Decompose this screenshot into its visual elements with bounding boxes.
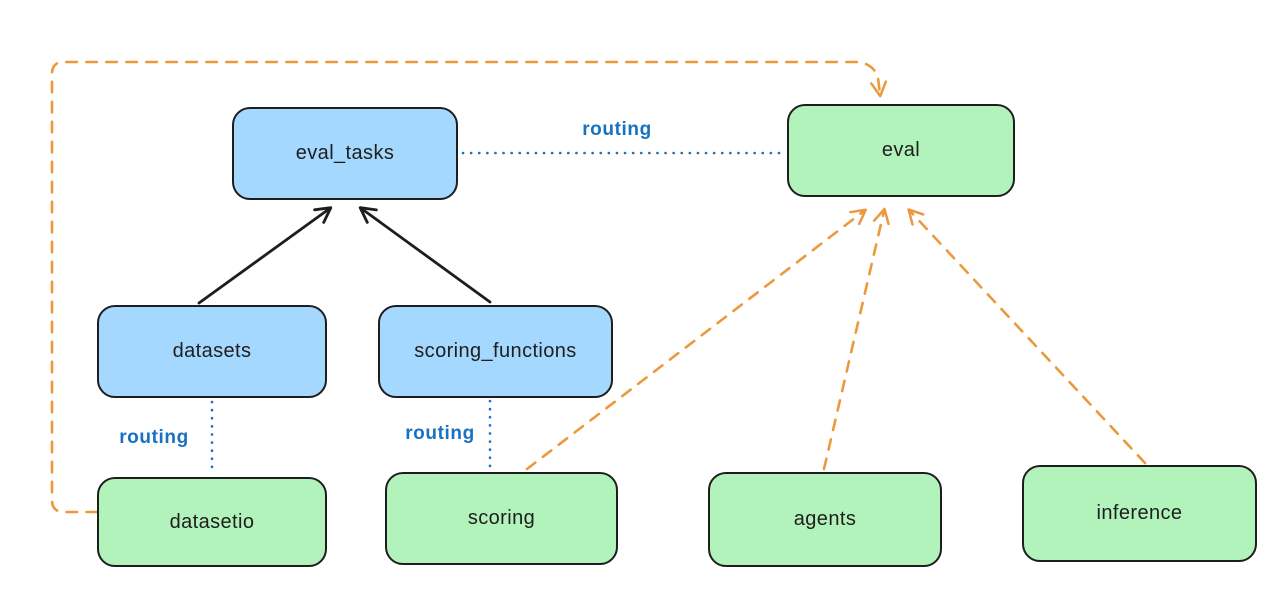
- node-label-agents: agents: [793, 508, 857, 530]
- node-label-eval_tasks: eval_tasks: [295, 142, 395, 164]
- node-label-scoring_functions: scoring_functions: [414, 340, 577, 362]
- node-eval_tasks[interactable]: eval_tasks: [232, 107, 458, 200]
- routing-label-scoring_functions-to-scoring: routing: [405, 423, 475, 444]
- edge-inference-to-eval: [907, 208, 1147, 465]
- node-label-scoring: scoring: [467, 507, 536, 529]
- node-datasetio[interactable]: datasetio: [97, 477, 327, 567]
- node-inference[interactable]: inference: [1022, 465, 1257, 562]
- edge-agents-to-eval: [822, 207, 890, 471]
- routing-label-eval_tasks-to-eval: routing: [582, 119, 652, 140]
- routing-label-datasets-to-datasetio: routing: [119, 427, 189, 448]
- node-scoring_functions[interactable]: scoring_functions: [378, 305, 613, 398]
- node-label-eval: eval: [881, 139, 921, 161]
- node-agents[interactable]: agents: [708, 472, 942, 567]
- node-label-inference: inference: [1096, 502, 1183, 524]
- node-label-datasets: datasets: [172, 340, 252, 362]
- edge-datasets-to-eval_tasks: [197, 206, 333, 305]
- edge-scoring_functions-to-eval_tasks: [358, 206, 492, 304]
- node-eval[interactable]: eval: [787, 104, 1015, 197]
- node-datasets[interactable]: datasets: [97, 305, 327, 398]
- node-label-datasetio: datasetio: [169, 510, 255, 533]
- node-scoring[interactable]: scoring: [385, 472, 618, 565]
